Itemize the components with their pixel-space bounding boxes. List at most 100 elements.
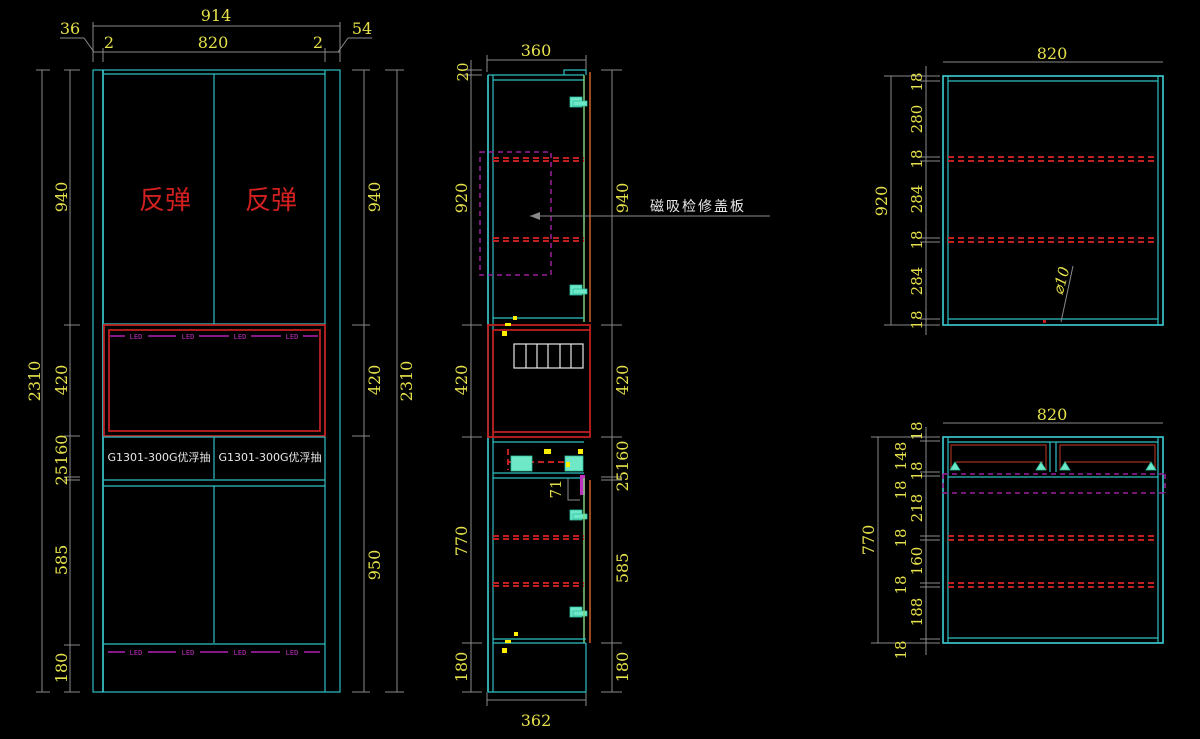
dim-940-side-right: 940 [613, 183, 632, 214]
side-left-ticks [462, 69, 482, 693]
led-marker [502, 331, 507, 336]
dim-820-upper: 820 [1037, 44, 1068, 63]
hinge-icon [569, 284, 588, 296]
lower-dim: 18 [892, 575, 910, 594]
open-niche-inner [108, 329, 321, 432]
dim-820-lower: 820 [1037, 405, 1068, 424]
dim-180-side-left: 180 [452, 652, 471, 683]
upper-ticks [884, 75, 940, 326]
access-panel-outline [479, 151, 552, 276]
drawer-slide-icon [510, 449, 584, 472]
dim-2-right: 2 [313, 33, 323, 52]
dim-362: 362 [521, 711, 552, 730]
dim-940-right: 940 [365, 182, 384, 213]
front-view: 914 820 36 54 2 2 2310 940 420 25160 585… [25, 6, 416, 693]
dim-180-side-right: 180 [613, 652, 632, 683]
led-marker [505, 323, 511, 326]
led-label: LED [130, 333, 143, 341]
dim-420-right: 420 [365, 365, 384, 396]
dim-54: 54 [352, 19, 372, 38]
dim-420-side-right: 420 [613, 365, 632, 396]
hole-leader [1060, 265, 1074, 323]
small-dim-line [567, 478, 580, 501]
leader-line [83, 37, 95, 53]
lower-dim: 18 [892, 640, 910, 659]
hole-marker-icon [1043, 320, 1046, 323]
led-marker [513, 316, 517, 320]
dim-770: 770 [452, 526, 471, 557]
led-strip-lower: LED LED LED LED [108, 649, 320, 657]
led-strip-upper: LED LED LED LED [110, 333, 318, 341]
dim-420-left: 420 [52, 365, 71, 396]
led-label: LED [130, 649, 143, 657]
lower-ticks [871, 436, 940, 644]
lower-dim: 18 [892, 480, 910, 499]
dim-585-side-right: 585 [613, 553, 632, 584]
upper-dim: 284 [908, 267, 926, 296]
callout-label: 磁吸检修盖板 [650, 199, 746, 215]
access-handle-icon [580, 475, 585, 495]
hinge-icon [569, 96, 588, 108]
dim-2310-left: 2310 [25, 361, 44, 402]
side-view: 360 362 20 920 420 770 180 940 420 25160… [452, 41, 770, 730]
lower-dim: 18 [908, 421, 926, 440]
dim-360: 360 [521, 41, 552, 60]
lower-dim: 188 [908, 598, 926, 627]
led-label: LED [234, 649, 247, 657]
side-top-lip [563, 69, 587, 75]
lower-dim: 218 [908, 494, 926, 523]
dim-820: 820 [198, 33, 229, 52]
right-ticks [352, 69, 404, 693]
door-label-right: 反弹 [245, 186, 297, 216]
hinge-icon [569, 606, 588, 618]
dim-914: 914 [201, 6, 232, 25]
left-ticks [36, 69, 80, 693]
leader-line [337, 37, 349, 53]
open-niche [103, 324, 326, 437]
hinge-icon [569, 509, 588, 521]
hole-diameter: ⌀10 [1049, 264, 1074, 296]
dim-770-lower: 770 [859, 525, 878, 556]
callout-arrow-icon [530, 212, 540, 220]
dim-2310-right: 2310 [397, 361, 416, 402]
dim-420-side-left: 420 [452, 365, 471, 396]
dim-36: 36 [60, 19, 80, 38]
dim-585-left: 585 [52, 545, 71, 576]
led-label: LED [182, 333, 195, 341]
side-open-niche [487, 324, 591, 438]
upper-dim: 18 [908, 310, 926, 329]
upper-dim: 280 [908, 105, 926, 134]
drawer-boxes [950, 444, 1156, 470]
wine-rack-icon [513, 343, 584, 369]
side-right-ticks [601, 69, 622, 693]
drawer-label-left: G1301-300G优浮抽 [107, 450, 210, 464]
dim-25160-side-right: 25160 [613, 441, 632, 492]
dim-950-right: 950 [365, 550, 384, 581]
upper-dim: 18 [908, 72, 926, 91]
led-marker [502, 648, 507, 653]
upper-dim: 18 [908, 230, 926, 249]
dim-180-left: 180 [52, 653, 71, 684]
lower-dim: 18 [892, 528, 910, 547]
lower-section-outline [942, 436, 1164, 644]
dim-920: 920 [452, 183, 471, 214]
lower-dim: 18 [908, 461, 926, 480]
upper-section-outline [942, 75, 1164, 326]
dim-25160-left: 25160 [52, 435, 71, 486]
led-label: LED [286, 333, 299, 341]
lower-dim: 148 [892, 442, 910, 471]
drawer-runner-icon [949, 461, 1157, 471]
upper-dim: 284 [908, 185, 926, 214]
upper-section-view: 820 920 18 280 18 284 18 284 18 ⌀10 [872, 44, 1164, 335]
led-label: LED [286, 649, 299, 657]
door-label-left: 反弹 [139, 186, 191, 216]
cabinet-outline [92, 69, 341, 693]
drawer-label-right: G1301-300G优浮抽 [218, 450, 321, 464]
led-label: LED [182, 649, 195, 657]
dim-920-upper: 920 [872, 186, 891, 217]
dim-71: 71 [547, 479, 565, 498]
dim-20: 20 [454, 62, 472, 81]
dim-940-left: 940 [52, 182, 71, 213]
led-marker [514, 632, 518, 636]
